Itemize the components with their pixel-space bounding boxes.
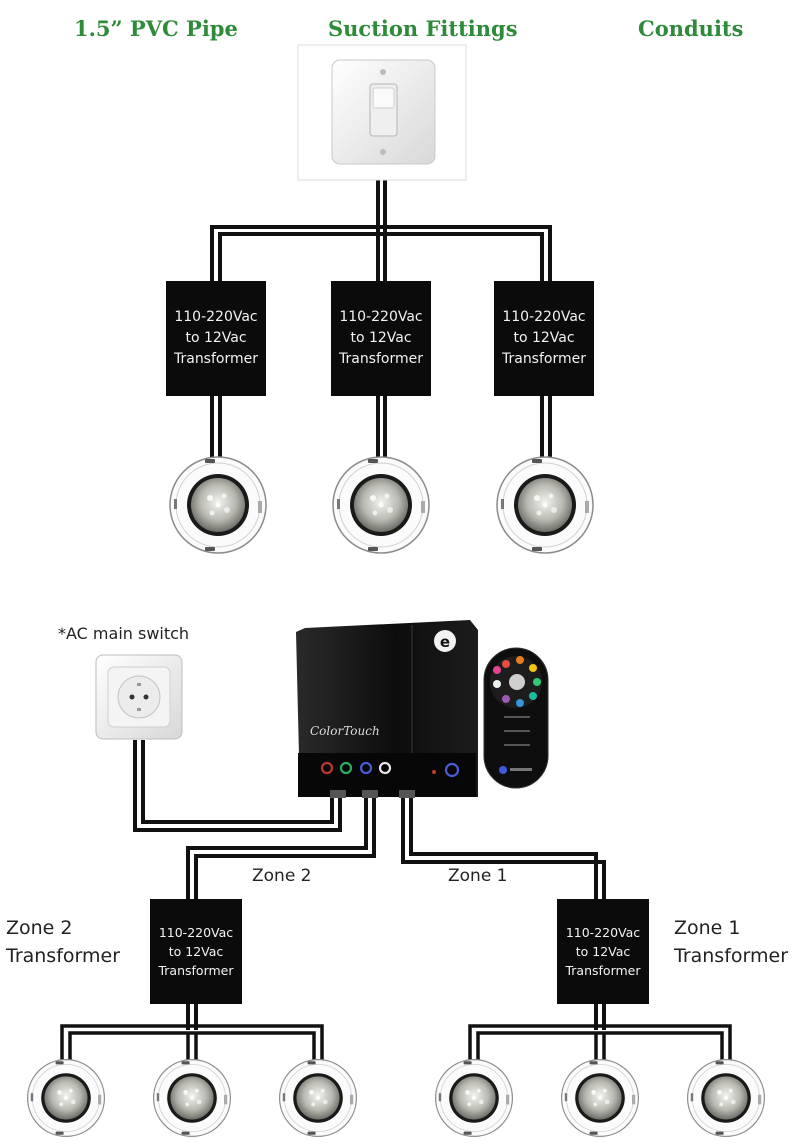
remote-control-icon [483,647,549,789]
transformer-line: Transformer [501,351,586,367]
transformer-line: Transformer [158,963,234,978]
controller-unit-icon: e ColorTouch [296,620,478,798]
bottom-wiring [60,740,732,1075]
top-wiring [210,180,552,460]
transformer-line: to 12Vac [168,944,224,959]
transformer-line: to 12Vac [513,330,575,346]
transformer-line: to 12Vac [575,944,631,959]
zone1-transformer-label-line2: Transformer [674,945,789,967]
transformer-line: to 12Vac [185,330,247,346]
header-suction-fittings: Suction Fittings [328,16,518,41]
transformer-box: 110-220Vac to 12Vac Transformer [494,281,594,396]
header-conduits: Conduits [638,16,744,41]
transformer-box: 110-220Vac to 12Vac Transformer [166,281,266,396]
transformer-line: to 12Vac [350,330,412,346]
transformer-line: 110-220Vac [158,925,234,940]
zone1-wire-label: Zone 1 [448,866,508,886]
zone1-transformer-label-line1: Zone 1 [674,917,741,939]
controller-brand-text: ColorTouch [310,724,380,738]
transformer-line: Transformer [565,963,641,978]
transformer-line: 110-220Vac [502,309,586,325]
zone2-transformer-label-line2: Transformer [6,945,121,967]
transformer-box: 110-220Vac to 12Vac Transformer [331,281,431,396]
pool-light-icon [26,1058,106,1138]
zone2-transformer-box: 110-220Vac to 12Vac Transformer [150,899,242,1004]
zone1-transformer-box: 110-220Vac to 12Vac Transformer [557,899,649,1004]
transformer-line: 110-220Vac [174,309,258,325]
transformer-line: 110-220Vac [565,925,641,940]
transformer-line: Transformer [338,351,423,367]
header-pvc-pipe: 1.5” PVC Pipe [74,16,238,41]
zone2-transformer-label-line1: Zone 2 [6,917,73,939]
pool-light-icon [169,456,267,554]
controller-logo-letter: e [440,633,450,651]
transformer-line: Transformer [173,351,258,367]
pool-light-icon [279,1058,357,1138]
transformer-line: 110-220Vac [339,309,423,325]
wall-switch-icon [297,44,467,181]
zone1-transformer-label: Zone 1 Transformer [674,914,788,970]
pool-light-icon [332,456,430,554]
zone2-wire-label: Zone 2 [252,866,312,886]
pool-light-icon [496,456,594,554]
pool-light-icon [435,1058,514,1138]
pool-light-icon [686,1058,766,1138]
ac-main-switch-label: *AC main switch [58,624,190,643]
pool-light-icon [153,1058,231,1138]
zone2-transformer-label: Zone 2 Transformer [6,914,120,970]
pool-light-icon [560,1058,640,1138]
ac-outlet-icon [95,654,183,740]
